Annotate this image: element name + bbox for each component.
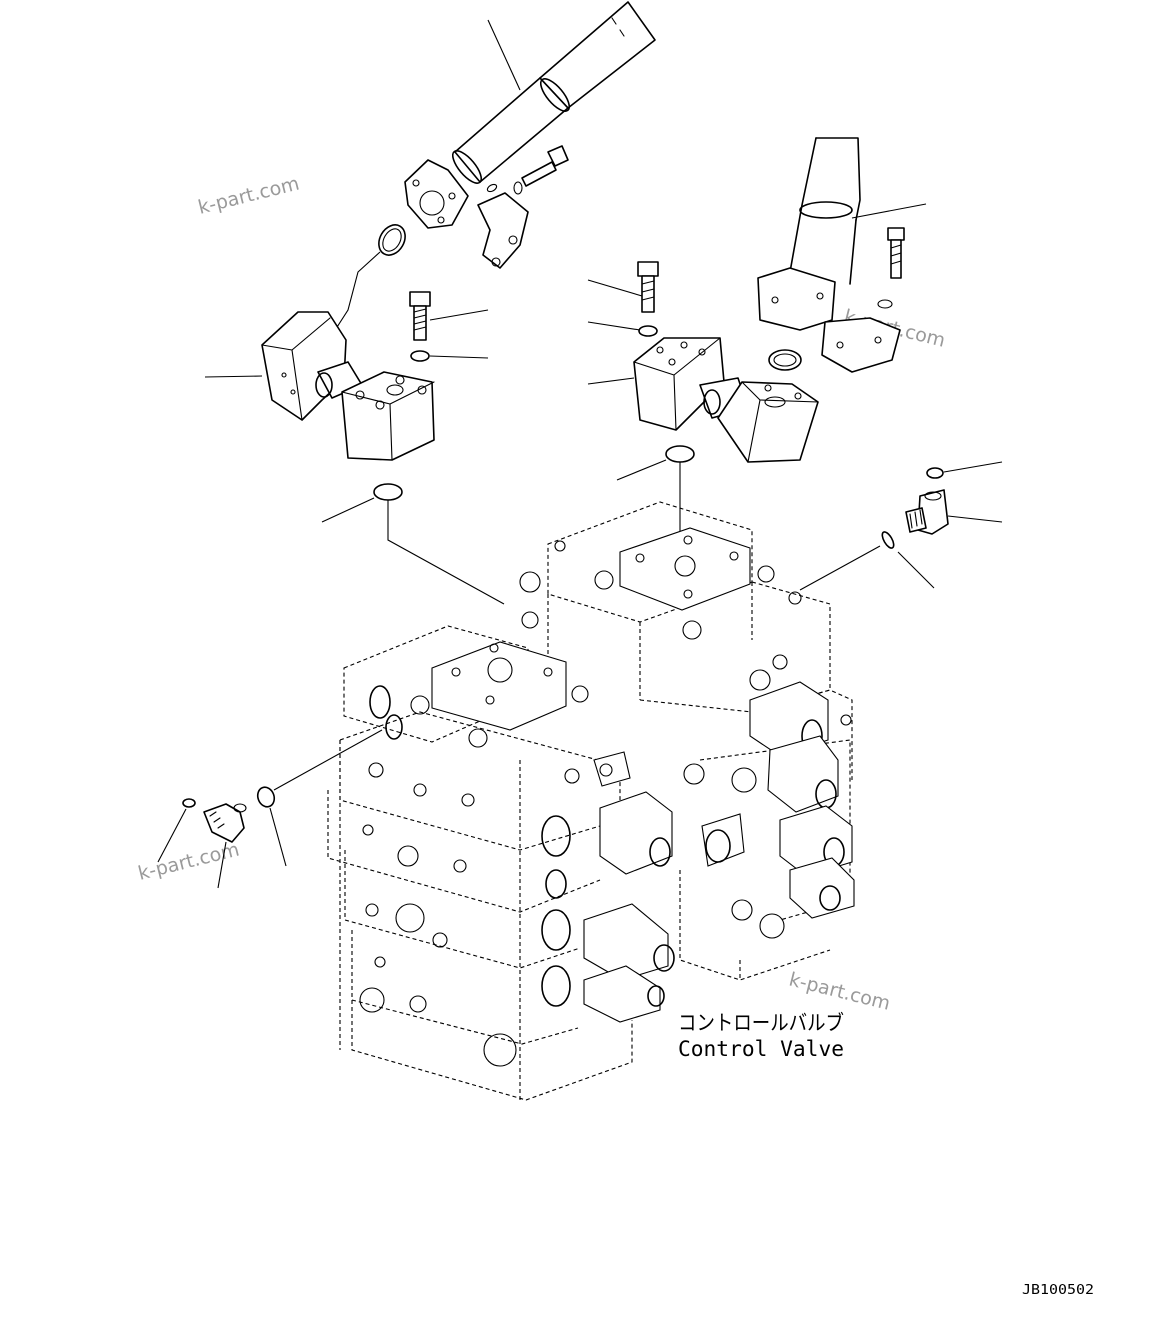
left-washer (410, 350, 430, 362)
right-elbow-fitting (881, 467, 949, 549)
leader-left-bolt (429, 309, 489, 321)
leader-right-bolt (587, 279, 643, 297)
caption-english: Control Valve (678, 1037, 844, 1061)
o-ring-left-top (373, 483, 403, 501)
leader-right-oring (897, 551, 935, 589)
leader-left-hose (487, 19, 521, 91)
o-ring-left-top-trace (387, 500, 505, 605)
leader-left-washer (429, 355, 489, 359)
leader-right-washer (587, 321, 641, 331)
left-elbow-block (261, 311, 435, 461)
leader-right-hose (851, 203, 927, 219)
leader-left-fitting (217, 841, 227, 889)
leader-left-fitting-ring (157, 808, 187, 863)
left-bolt (409, 291, 431, 341)
leader-right-fitting-ring (943, 461, 1003, 473)
caption-japanese: コントロールバルブ (678, 1011, 844, 1035)
leader-right-fitting (947, 515, 1003, 523)
right-elbow-block (633, 337, 819, 463)
right-oring-trace (799, 545, 881, 591)
left-oring-trace (273, 729, 383, 791)
right-washer (638, 325, 658, 337)
watermark-top-left: k-part.com (196, 172, 302, 218)
left-hose-assembly (329, 1, 656, 339)
leader-left-oring (269, 807, 287, 867)
leader-o-ring-left-top (321, 497, 375, 523)
control-valve-body (327, 501, 855, 1101)
right-bolt (637, 261, 659, 313)
watermark-bottom-right: k-part.com (787, 969, 893, 1015)
leader-left-elbow (204, 375, 263, 378)
o-ring-right-top (665, 445, 695, 463)
right-hose-assembly (757, 137, 905, 373)
leader-right-elbow (587, 377, 635, 385)
left-elbow-fitting (182, 786, 276, 843)
drawing-code: JB100502 (1022, 1283, 1094, 1298)
leader-o-ring-right-top (616, 459, 667, 481)
